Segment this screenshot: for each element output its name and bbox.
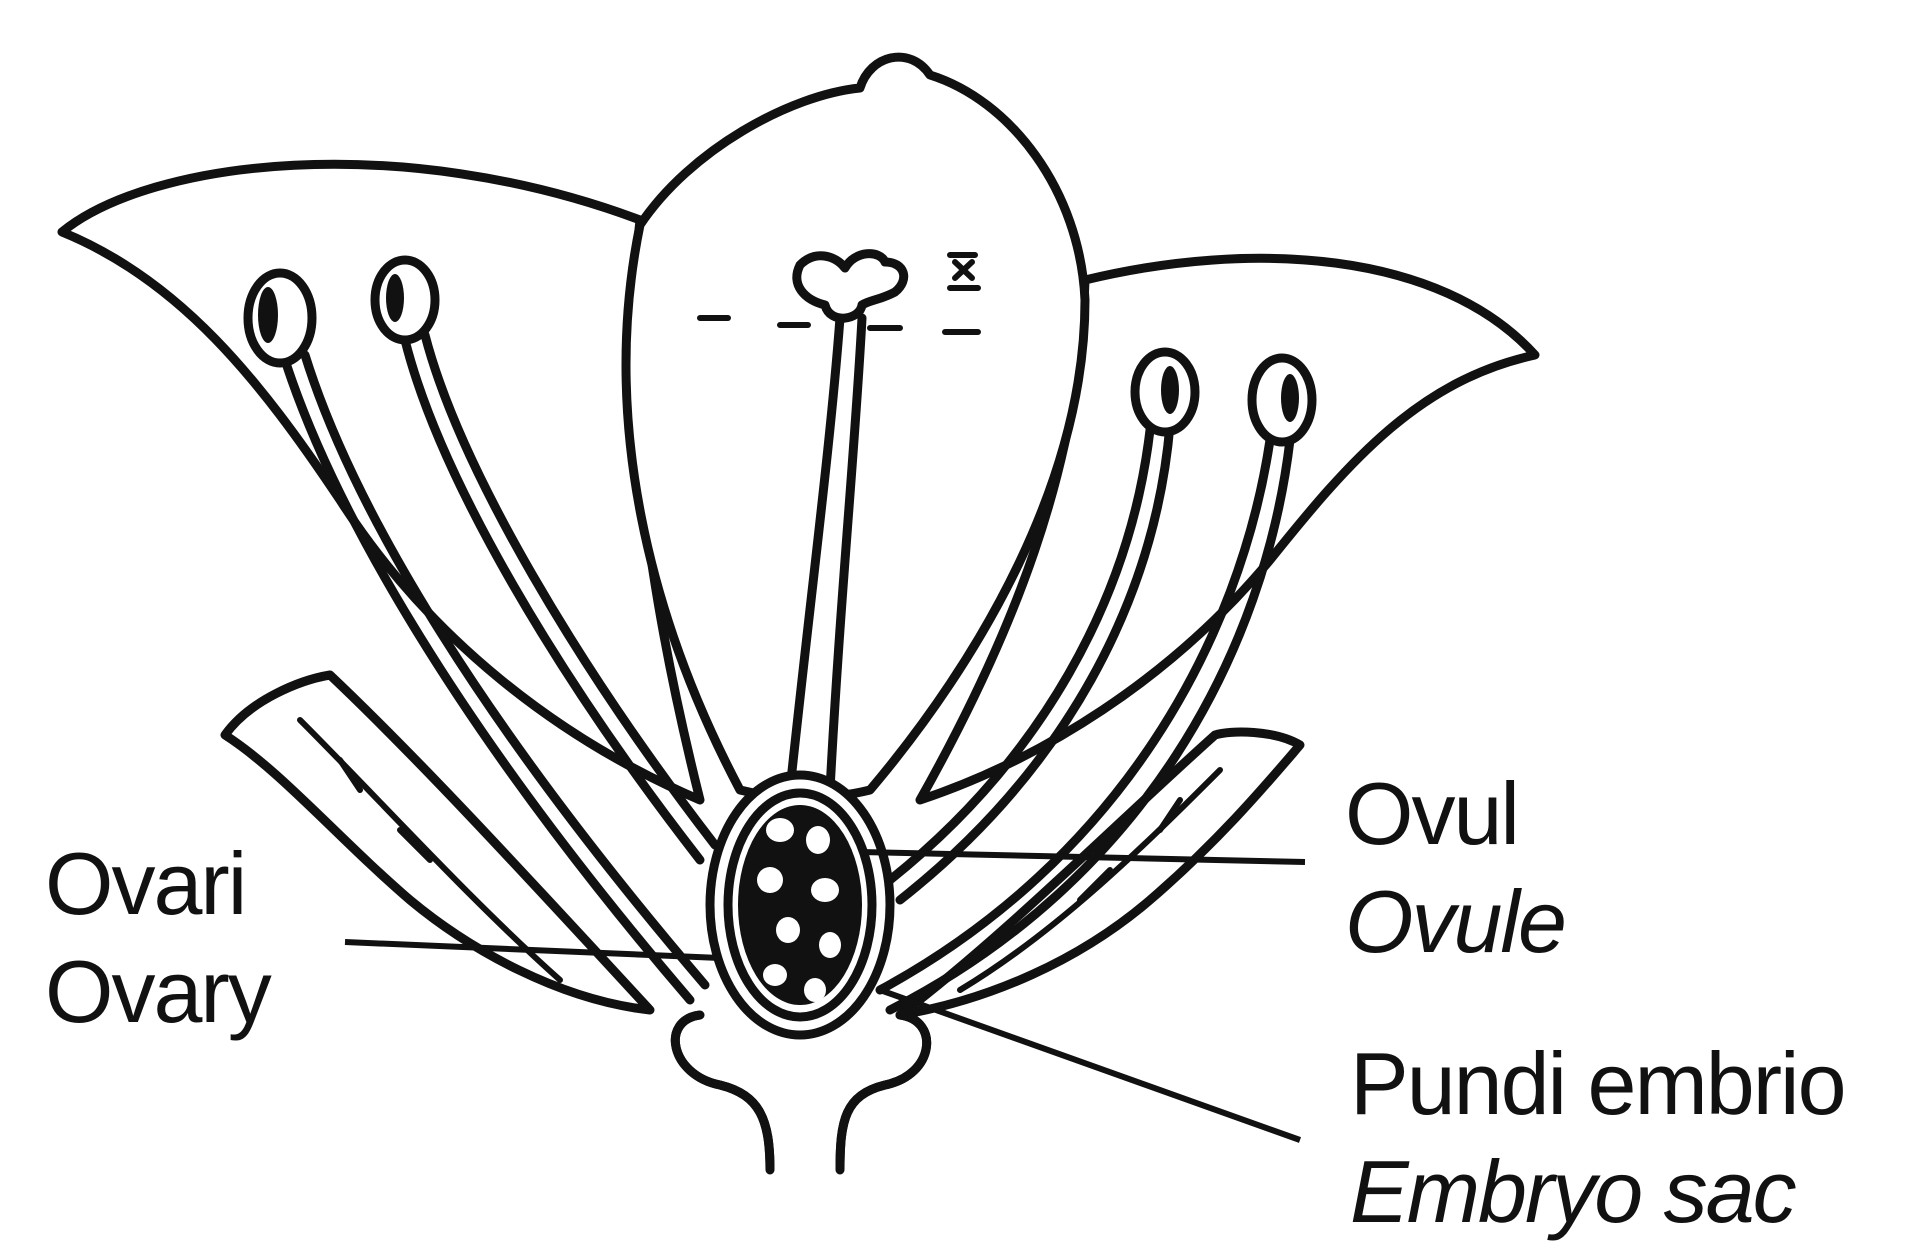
label-ovary-local: Ovari — [45, 840, 245, 928]
label-embryo-sac-local: Pundi embrio — [1350, 1040, 1845, 1128]
label-ovule-local: Ovul — [1345, 770, 1518, 858]
leader-embryo-sac — [880, 990, 1300, 1140]
label-embryo-sac-english: Embryo sac — [1350, 1148, 1795, 1236]
ovary — [710, 775, 890, 1035]
label-ovule-english: Ovule — [1345, 878, 1565, 966]
label-ovary-english: Ovary — [45, 948, 270, 1036]
petal-left — [62, 164, 700, 800]
